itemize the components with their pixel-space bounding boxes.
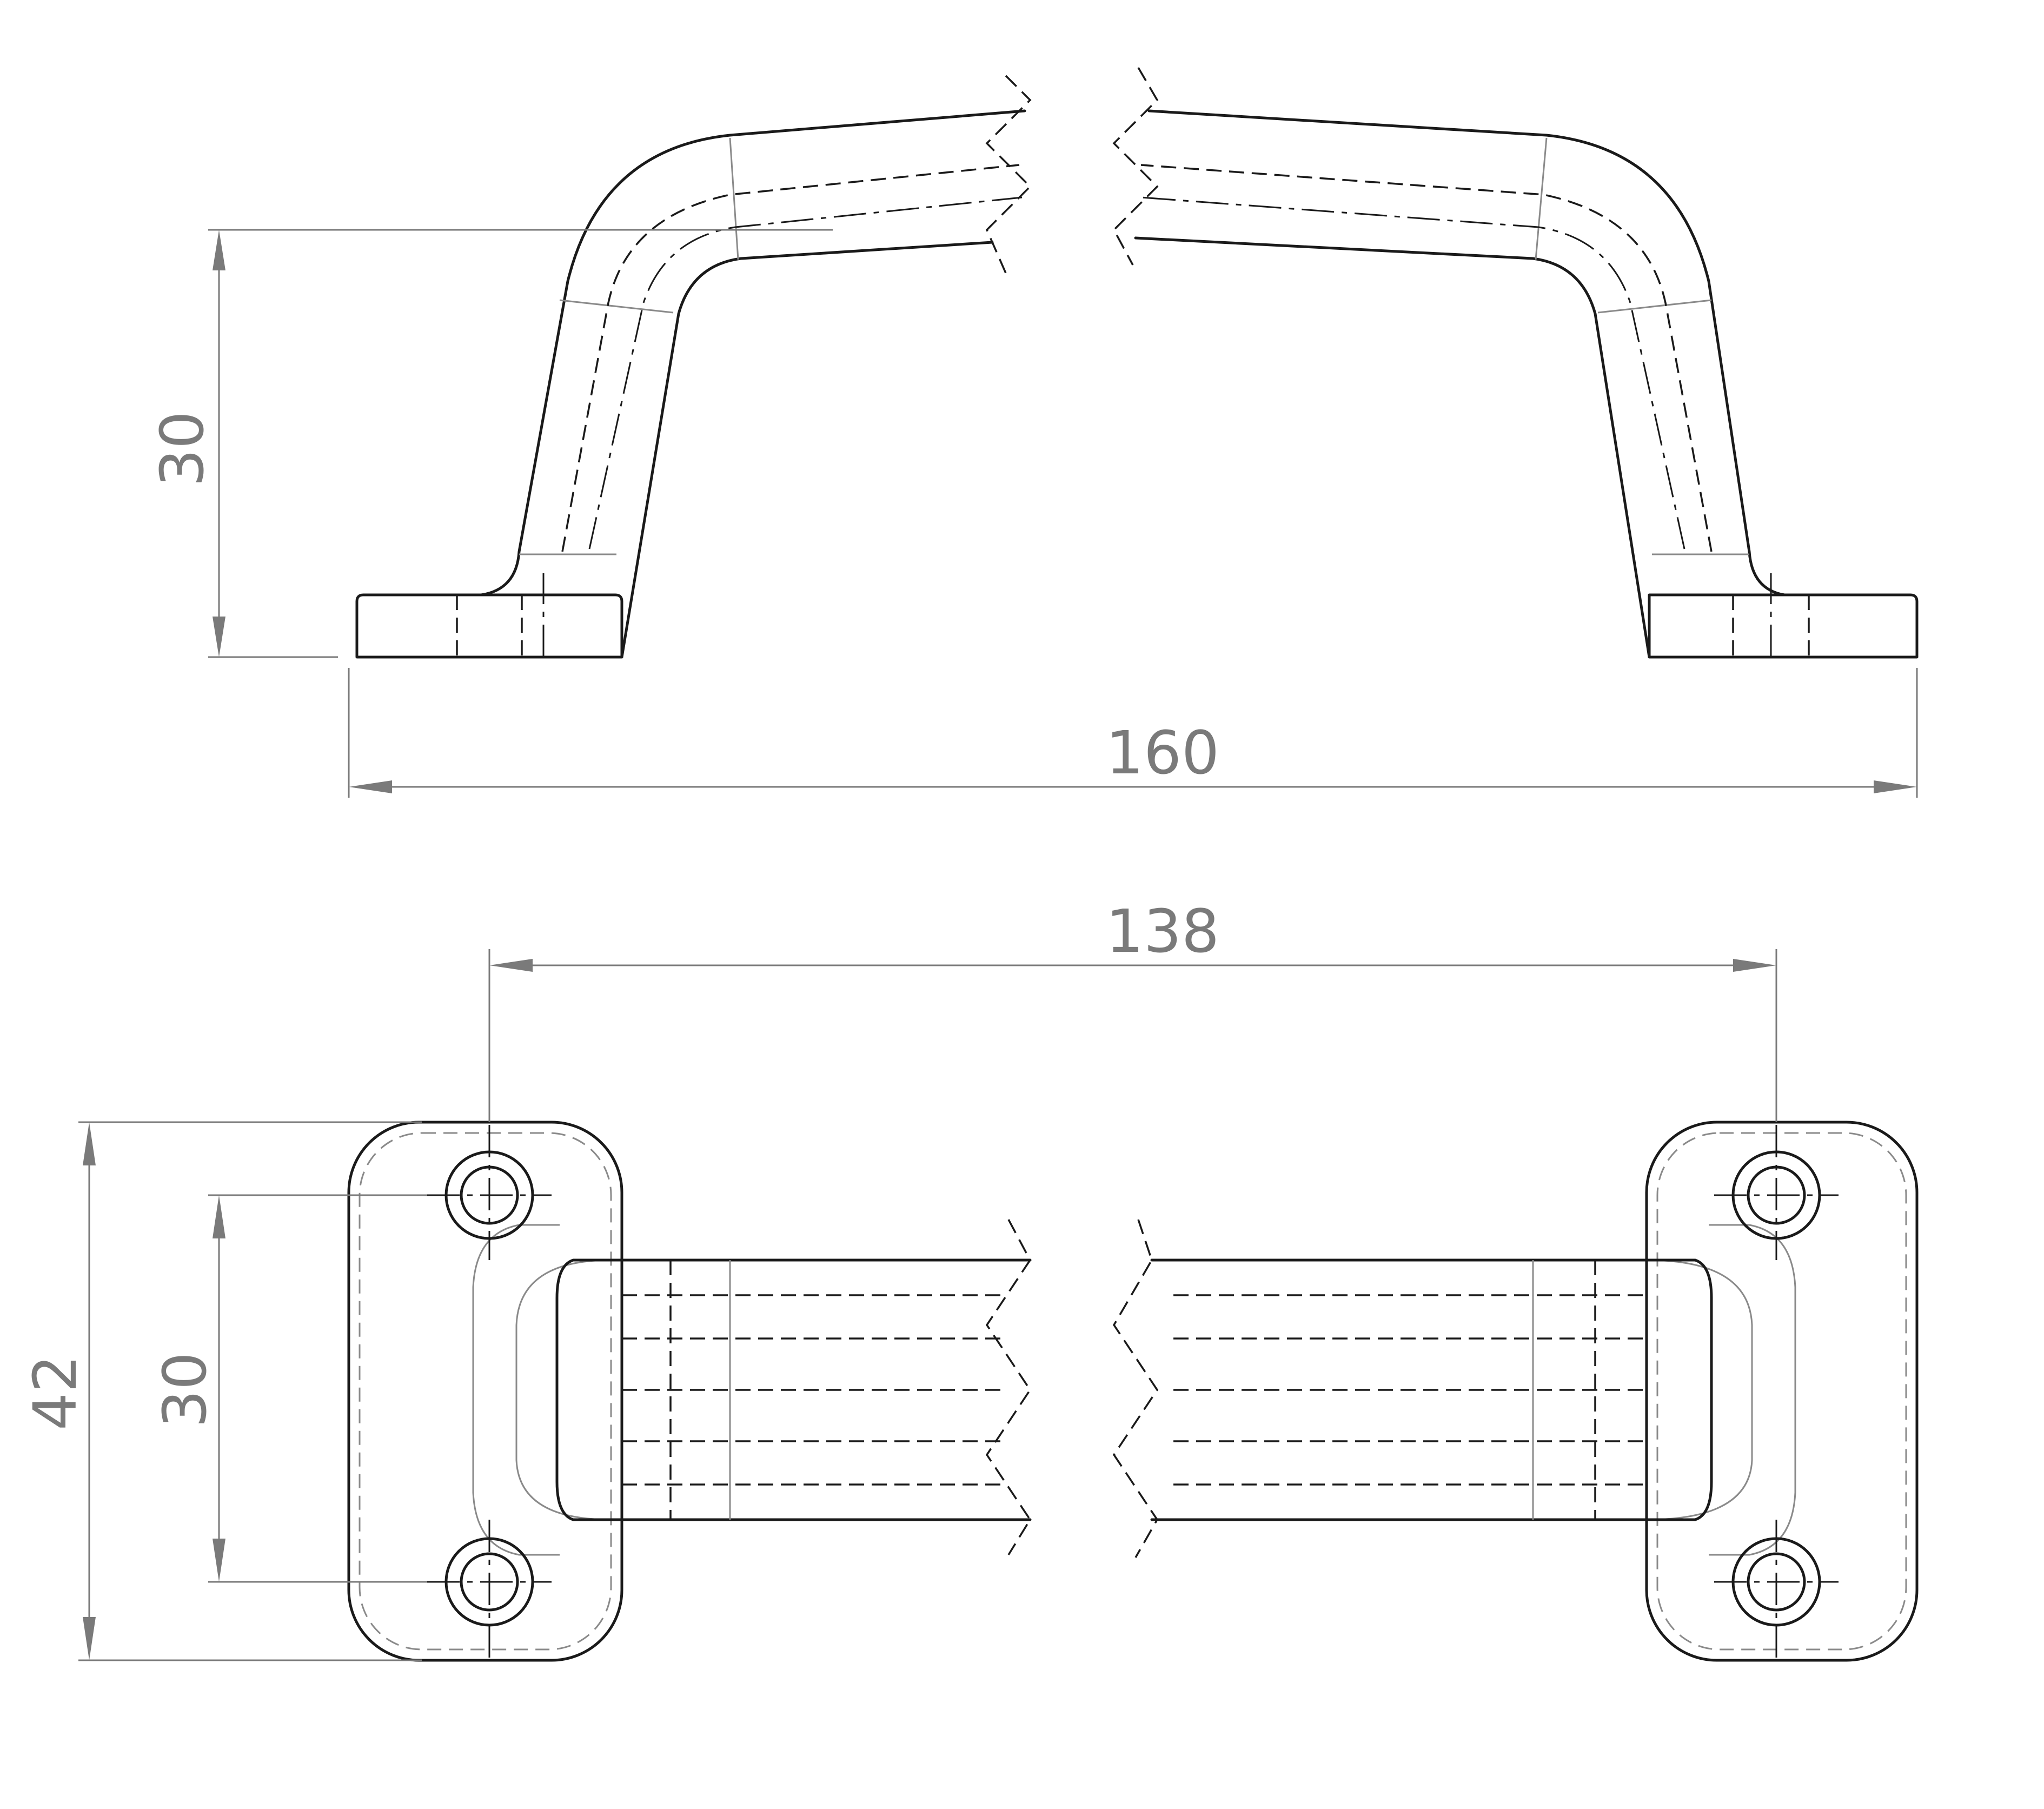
top-left-plate-inner — [359, 1132, 612, 1651]
top-break-right — [1112, 1219, 1159, 1558]
front-break-left — [985, 75, 1032, 274]
dim-span-arrow-right — [1733, 959, 1776, 972]
top-break-left — [985, 1219, 1032, 1555]
front-left-centerline — [542, 196, 1023, 657]
front-left-base-plate — [355, 593, 623, 659]
dim-width-label: 160 — [1106, 718, 1219, 787]
front-view: 30 160 — [148, 67, 1919, 798]
dim-overall-arrow-bottom — [83, 1617, 96, 1660]
dim-span-arrow-left — [489, 959, 533, 972]
top-right-plate — [1645, 1121, 1919, 1662]
dim-overall-label: 42 — [21, 1355, 90, 1430]
top-left-bar-end — [555, 1258, 623, 1521]
top-bar-left — [620, 1258, 1032, 1521]
front-left-web — [519, 137, 739, 555]
top-left-boss — [472, 1224, 560, 1556]
top-right-hole-upper — [1714, 1125, 1839, 1260]
front-left-inner-profile — [620, 241, 994, 659]
dim-span-label: 138 — [1106, 897, 1219, 966]
front-left-hidden-lines — [456, 164, 1020, 657]
dim-pitch-arrow-bottom — [213, 1539, 225, 1582]
top-right-bar-end — [1645, 1258, 1713, 1521]
top-right-plate-inner — [1656, 1132, 1907, 1651]
front-right-web — [1535, 137, 1749, 555]
front-left-outer-profile — [480, 109, 1026, 597]
dim-width-arrow-left — [349, 780, 392, 793]
front-right-base-plate — [1648, 593, 1919, 659]
dim-height-label: 30 — [148, 411, 217, 487]
dim-pitch-arrow-top — [213, 1195, 225, 1238]
top-right-boss — [1709, 1224, 1796, 1556]
top-left-hole-upper — [427, 1125, 552, 1260]
top-left-boss-inner — [515, 1259, 612, 1521]
front-right-hidden-lines — [1140, 164, 1810, 657]
front-right-inner-profile — [1134, 236, 1651, 659]
dim-height-arrow-top — [213, 230, 225, 270]
top-left-hole-lower — [427, 1520, 552, 1658]
dim-width-arrow-right — [1874, 780, 1917, 793]
front-right-outer-profile — [1147, 109, 1786, 597]
dim-pitch-label: 30 — [150, 1352, 220, 1428]
dim-height-arrow-bottom — [213, 617, 225, 657]
front-right-centerline — [1140, 196, 1772, 657]
top-right-hole-lower — [1714, 1520, 1839, 1658]
top-left-plate — [347, 1121, 623, 1662]
top-right-boss-inner — [1646, 1259, 1753, 1521]
front-break-right — [1112, 67, 1159, 266]
top-bar-right — [1150, 1258, 1648, 1521]
dim-overall-arrow-top — [83, 1122, 96, 1165]
top-view: 138 42 30 — [21, 897, 1919, 1662]
